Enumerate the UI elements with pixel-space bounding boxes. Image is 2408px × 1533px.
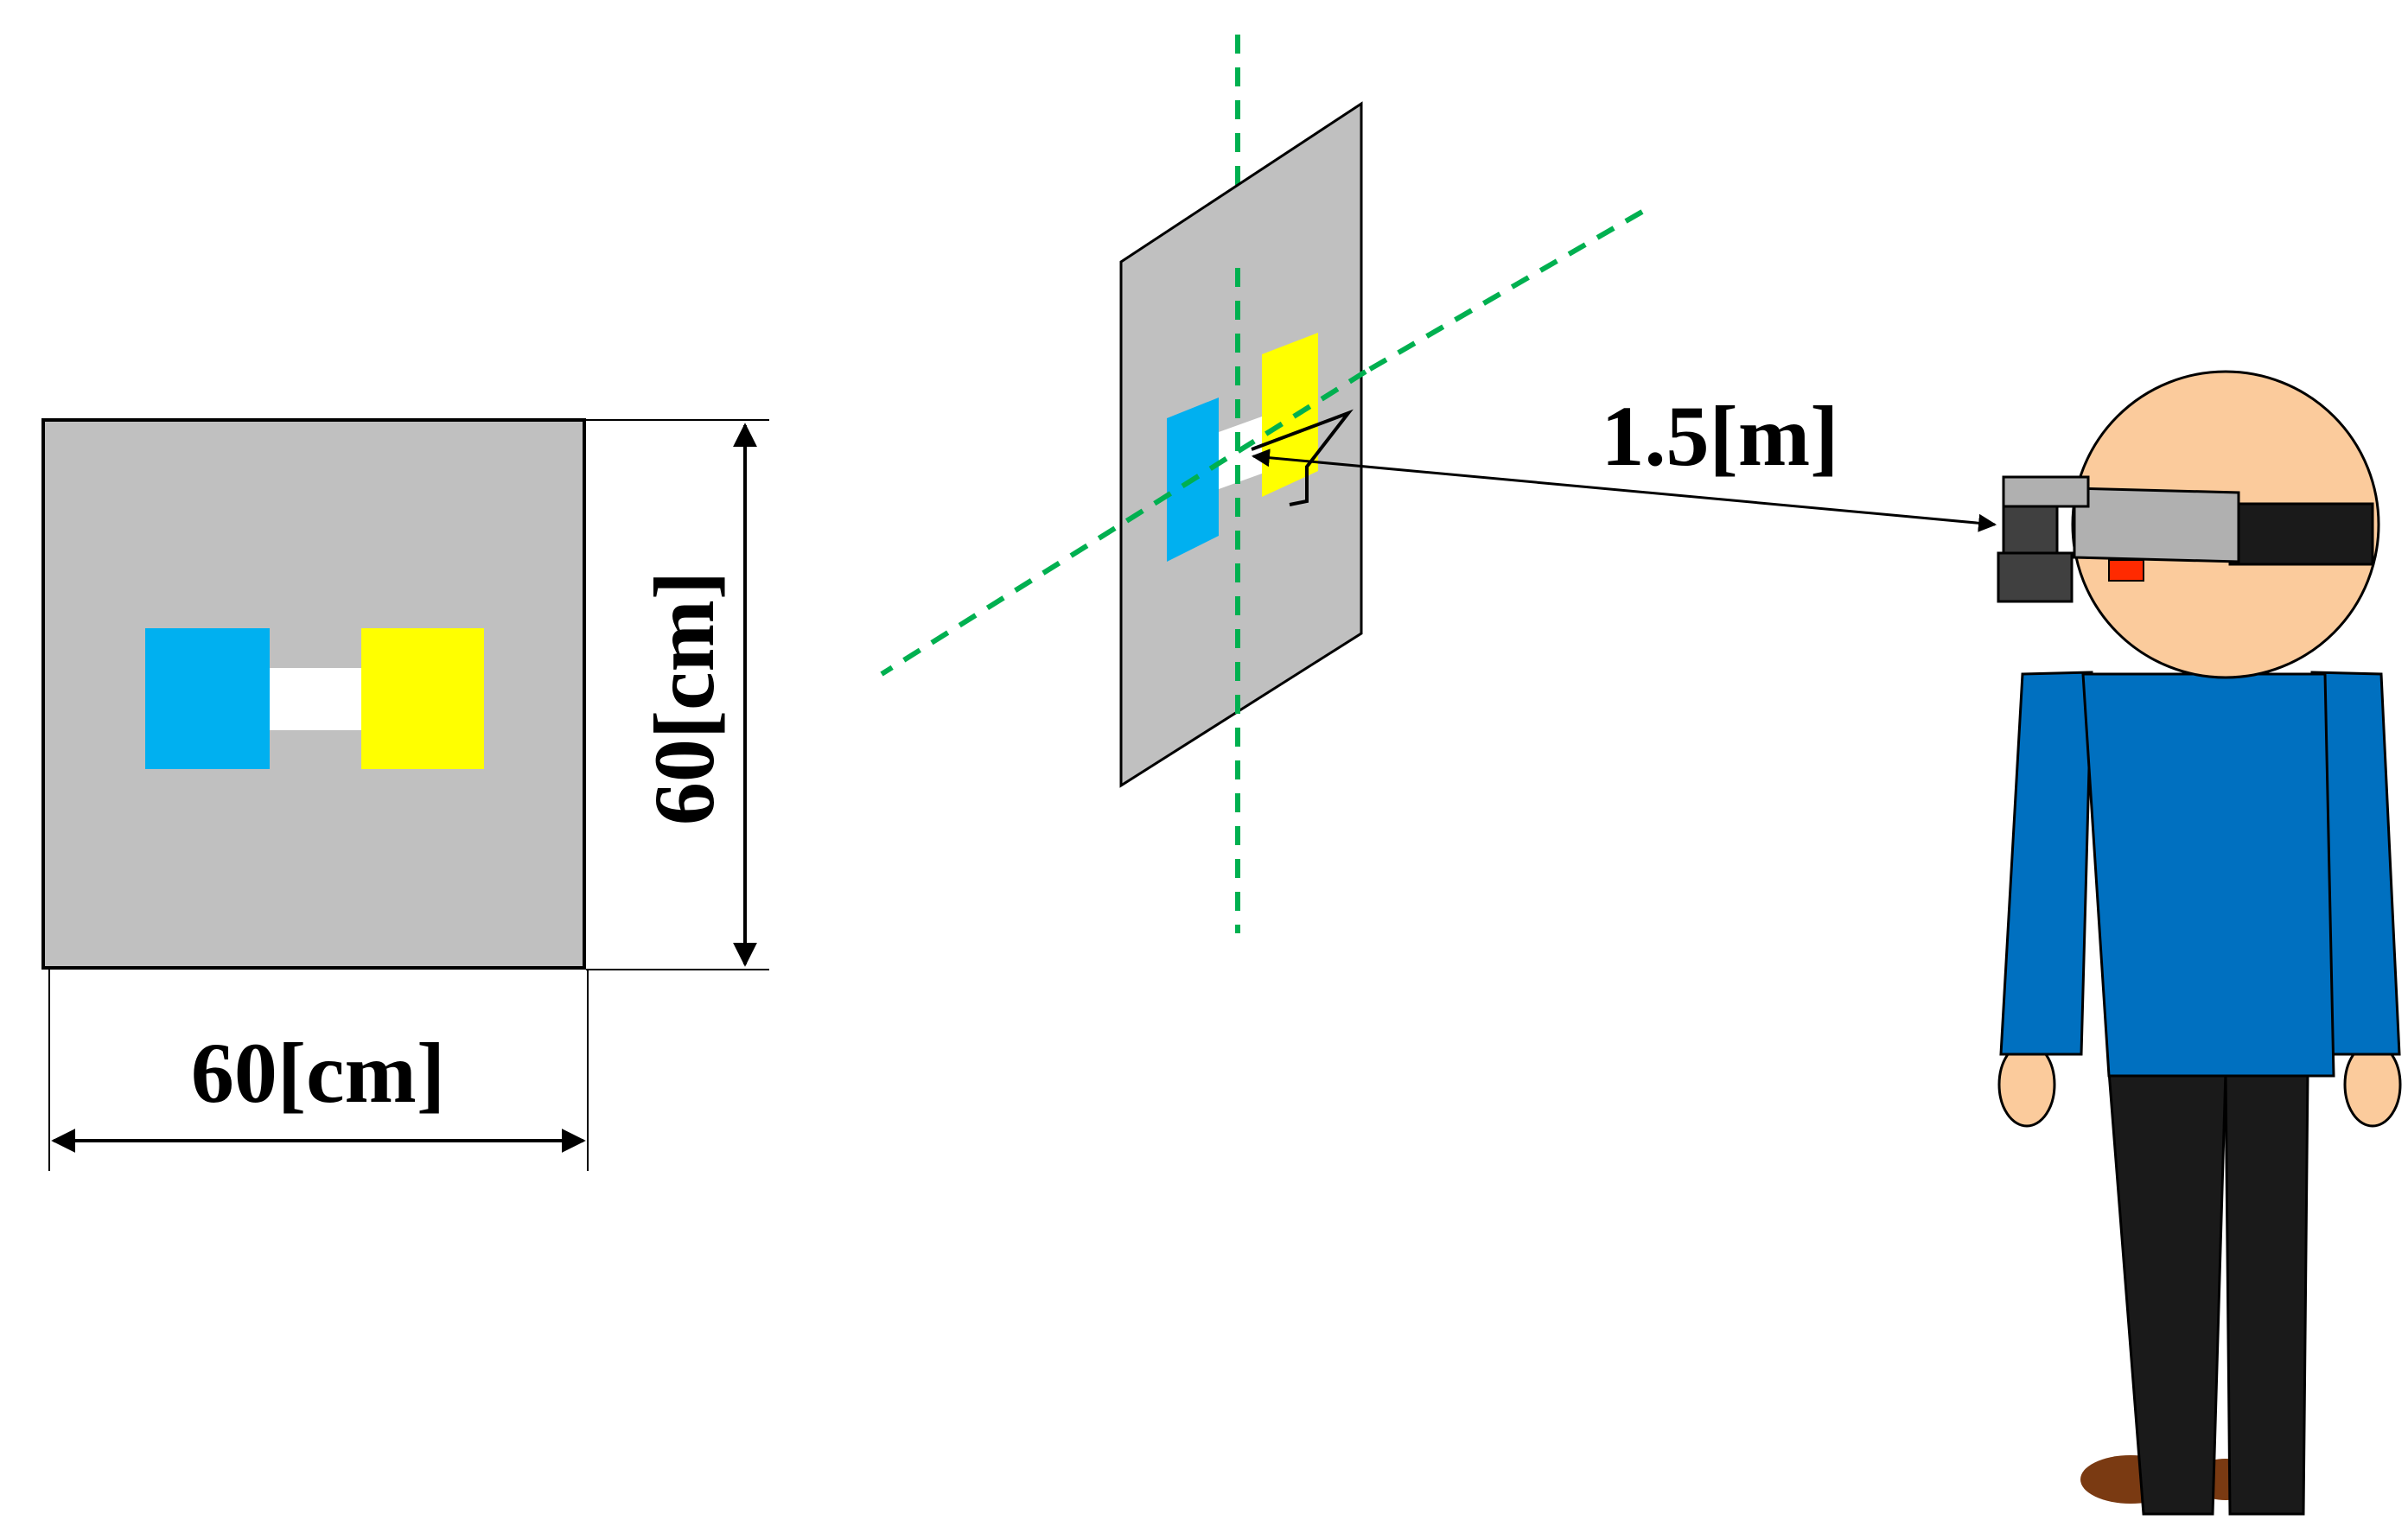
axis-horizontal-back <box>1364 209 1644 374</box>
marker-bridge-front <box>270 668 363 730</box>
headset-band <box>2073 487 2240 563</box>
headset-front-cap <box>2002 475 2090 508</box>
distance-arrow <box>1251 448 1997 532</box>
left-leg <box>2107 1070 2227 1516</box>
right-leg <box>2224 1070 2309 1516</box>
board-perspective-view <box>880 35 1644 933</box>
width-label: 60[cm] <box>191 1025 445 1121</box>
distance-indicator: 1.5[m] <box>1251 388 1997 532</box>
axis-horizontal <box>880 369 1367 677</box>
left-arm <box>1999 671 2093 1056</box>
person-figure <box>1997 370 2402 1516</box>
head-mounted-display <box>1997 475 2374 603</box>
headset-lens <box>2002 505 2059 557</box>
headset-camera <box>1997 551 2074 603</box>
torso <box>2081 672 2335 1078</box>
marker-yellow-tilted <box>1262 333 1318 497</box>
marker-yellow-front <box>361 628 484 769</box>
height-dimension: 60[cm] <box>586 419 769 970</box>
height-label: 60[cm] <box>636 571 732 825</box>
width-dimension: 60[cm] <box>48 970 589 1171</box>
headset-strap <box>2228 502 2374 566</box>
board-front-view <box>41 418 586 970</box>
headset-indicator <box>2108 559 2144 582</box>
distance-label: 1.5[m] <box>1602 388 1839 484</box>
marker-blue-front <box>145 628 270 769</box>
